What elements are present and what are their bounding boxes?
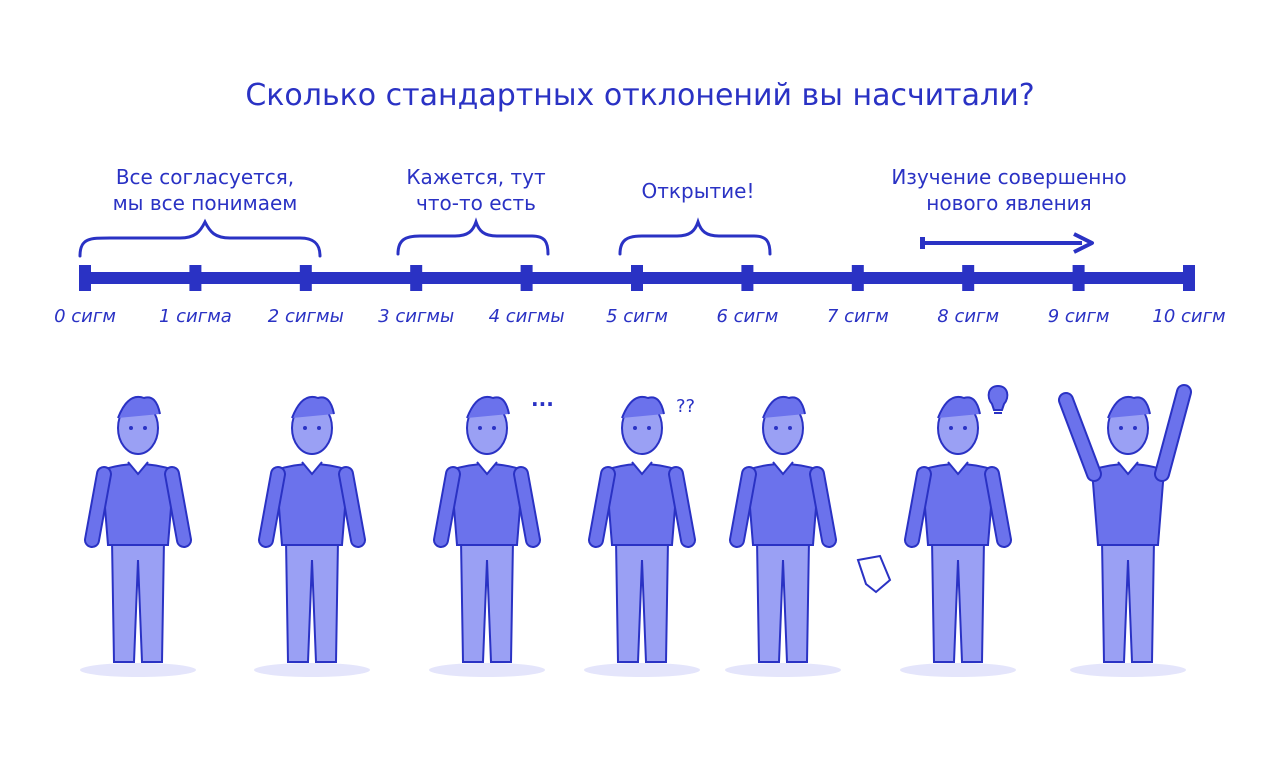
- brace-3-4: [396, 217, 550, 256]
- scale-tick: [520, 265, 533, 291]
- tick-label: 6 сигм: [716, 306, 779, 327]
- figure-waving: [254, 396, 370, 677]
- scale-tick: [189, 265, 202, 291]
- brace-0-2: [78, 218, 322, 258]
- figure-celebrating: [1058, 384, 1192, 677]
- tick-label: 1 сигма: [158, 306, 232, 327]
- tick-label: 2 сигмы: [267, 306, 344, 327]
- page-title: Сколько стандартных отклонений вы насчит…: [245, 78, 1035, 113]
- tick-label: 8 сигм: [937, 306, 1000, 327]
- callout-discovery: Открытие!: [641, 179, 755, 203]
- paper-sheet-icon: [856, 554, 892, 594]
- figure-head-scratch: [429, 396, 545, 677]
- scale-tick: [631, 265, 643, 291]
- scale-tick: [1183, 265, 1195, 291]
- scale-tick: [962, 265, 975, 291]
- tick-label: 5 сигм: [606, 306, 668, 327]
- scale-tick: [1072, 265, 1085, 291]
- brace-5-6: [618, 217, 772, 256]
- figure-thinking: [725, 396, 841, 677]
- tick-label: 4 сигмы: [488, 306, 565, 327]
- scale-tick: [79, 265, 91, 291]
- arrow-right-icon: [920, 232, 1094, 254]
- scale-tick: [410, 265, 423, 291]
- tick-label: 0 сигм: [54, 306, 116, 327]
- tick-label: 10 сигм: [1152, 306, 1226, 327]
- scale-tick: [741, 265, 754, 291]
- figure-idea: [900, 396, 1016, 677]
- tick-label: 9 сигм: [1047, 306, 1110, 327]
- callout-consistent: Все согласуется,мы все понимаем: [112, 165, 298, 215]
- figure-confused: [584, 396, 700, 677]
- scale-tick: [851, 265, 864, 291]
- dots-annotation: ...: [531, 387, 554, 411]
- tick-label: 7 сигм: [826, 306, 889, 327]
- question-annotation: ??: [676, 396, 695, 417]
- figure-thumbs-up: [80, 396, 196, 677]
- lightbulb-icon: [987, 384, 1009, 414]
- scale-tick: [299, 265, 312, 291]
- tick-label: 3 сигмы: [378, 306, 455, 327]
